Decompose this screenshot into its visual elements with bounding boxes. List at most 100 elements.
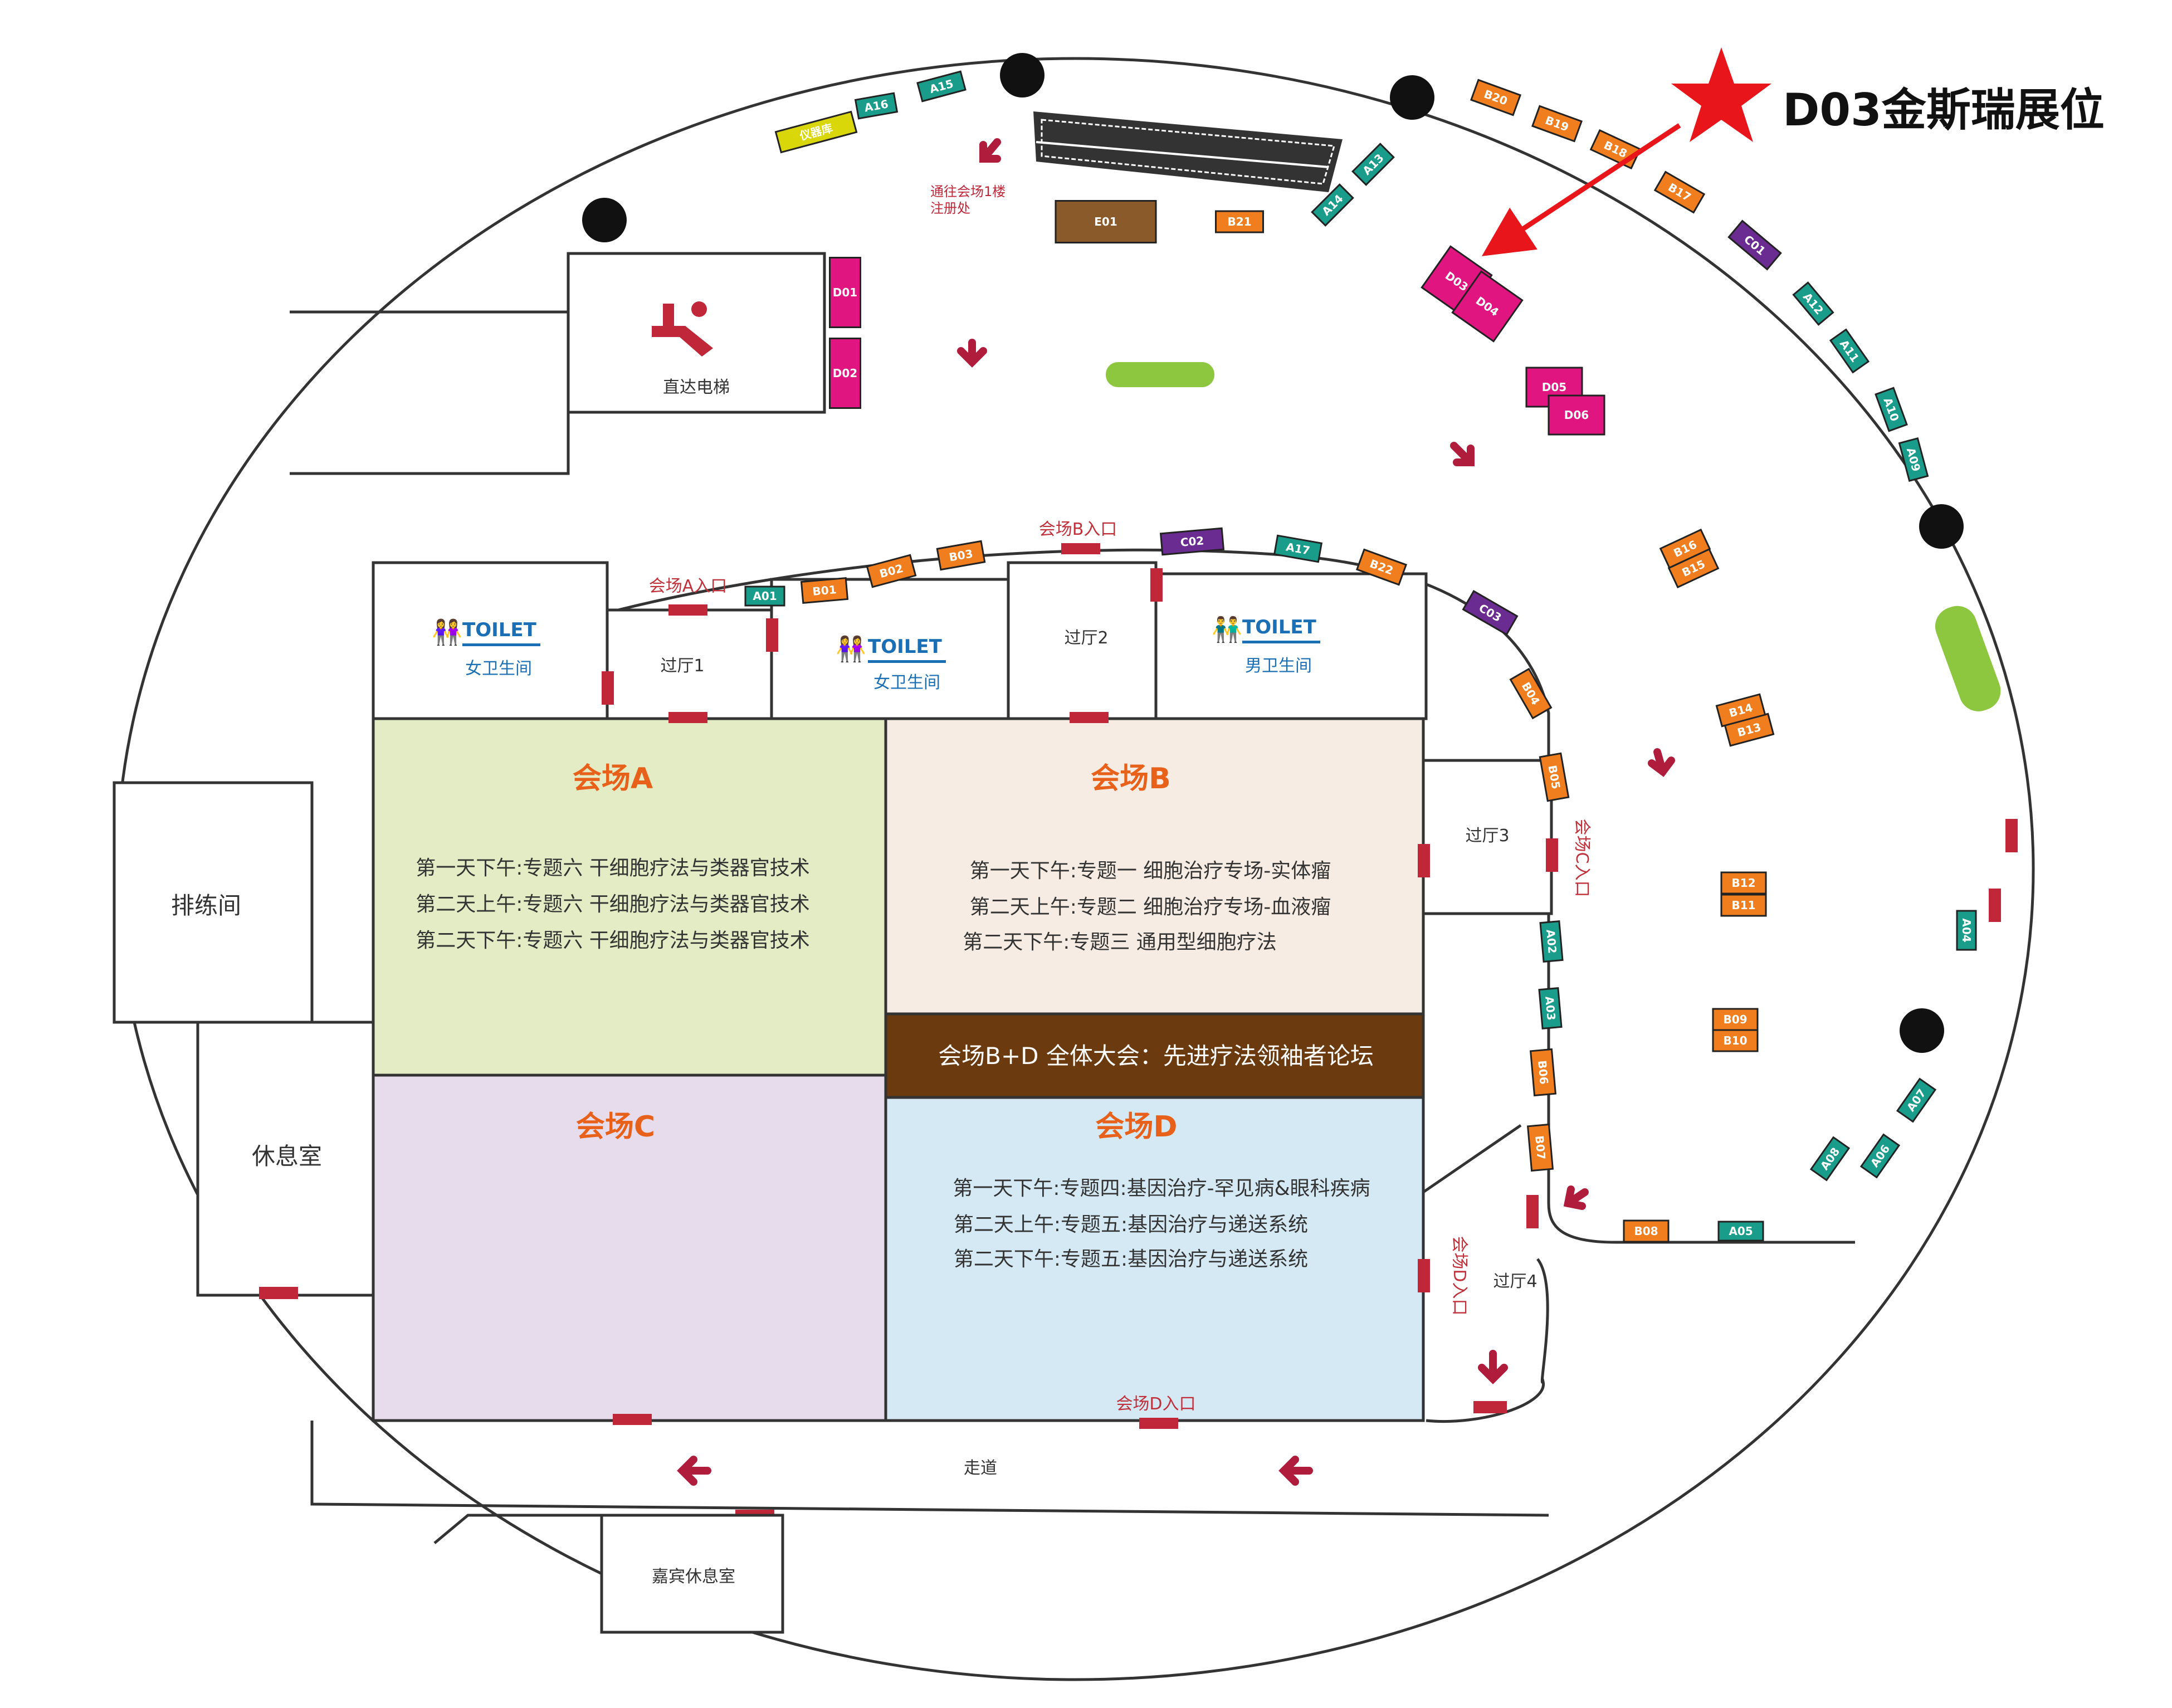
arrow-icon xyxy=(957,339,987,368)
toilet-person-icon: 👭 xyxy=(836,635,866,663)
booth-B07: B07 xyxy=(1526,1123,1554,1172)
booth-E01: E01 xyxy=(1055,200,1157,243)
toilet-person-icon: 👬 xyxy=(1212,616,1242,644)
hall-d-session-1: 第一天下午:专题四:基因治疗-罕见病&眼科疾病 xyxy=(953,1177,1370,1200)
booth-仪器库: 仪器库 xyxy=(774,110,858,154)
booth-D06: D06 xyxy=(1548,394,1605,436)
booth-C03: C03 xyxy=(1462,589,1519,636)
arrow-icon xyxy=(1278,1456,1313,1486)
toilet-sign-1: 👭 TOILET 女卫生间 xyxy=(432,618,540,679)
booth-A08: A08 xyxy=(1809,1136,1851,1182)
booth-B14: B14 xyxy=(1715,693,1766,728)
direction-arrows xyxy=(677,138,1675,1486)
entrance-a-label: 会场A入口 xyxy=(649,577,728,596)
svg-text:TOILET: TOILET xyxy=(1242,616,1317,638)
svg-text:B11: B11 xyxy=(1731,899,1755,912)
elevator-room xyxy=(567,252,826,414)
booth-B20: B20 xyxy=(1470,79,1522,116)
entrance-c-label: 会场C入口 xyxy=(1572,819,1592,897)
booth-B12: B12 xyxy=(1720,871,1767,895)
hall-a-session-1: 第一天下午:专题六 干细胞疗法与类器官技术 xyxy=(416,857,810,880)
svg-text:C02: C02 xyxy=(1180,534,1204,549)
booth-A14: A14 xyxy=(1311,183,1354,227)
rehearsal-label: 排练间 xyxy=(171,892,241,919)
foyer-2-label: 过厅2 xyxy=(1064,628,1108,648)
svg-text:B09: B09 xyxy=(1723,1013,1747,1026)
hall-a xyxy=(372,717,887,1077)
svg-text:B07: B07 xyxy=(1532,1135,1548,1160)
hall-a-session-3: 第二天下午:专题六 干细胞疗法与类器官技术 xyxy=(416,929,810,952)
svg-text:B06: B06 xyxy=(1535,1060,1551,1085)
booth-B10: B10 xyxy=(1712,1029,1759,1052)
column-markers xyxy=(582,53,1964,1053)
lounge-door xyxy=(259,1287,298,1299)
vip-room-label: 嘉宾休息室 xyxy=(652,1567,735,1587)
registration-label-2: 注册处 xyxy=(930,201,970,216)
arrow-icon xyxy=(1450,442,1475,466)
hall-a-title: 会场A xyxy=(573,762,653,796)
hall-b-session-2: 第二天上午:专题二 细胞治疗专场-血液瘤 xyxy=(970,896,1331,919)
corridor-wall xyxy=(310,1421,1549,1517)
arrow-icon xyxy=(979,138,1001,163)
svg-text:女卫生间: 女卫生间 xyxy=(873,673,940,692)
svg-text:B01: B01 xyxy=(812,583,837,598)
booth-B04: B04 xyxy=(1509,667,1553,720)
exhibition-ring-wall xyxy=(607,548,1855,1244)
booth-B02: B02 xyxy=(866,554,917,588)
callout-arrow xyxy=(1481,123,1681,256)
svg-text:男卫生间: 男卫生间 xyxy=(1245,656,1312,676)
booth-B18: B18 xyxy=(1589,129,1642,170)
escalator xyxy=(1033,111,1343,192)
booth-A07: A07 xyxy=(1896,1077,1937,1123)
svg-text:B08: B08 xyxy=(1634,1224,1658,1238)
booth-B03: B03 xyxy=(936,540,986,571)
booth-B06: B06 xyxy=(1529,1048,1557,1097)
svg-text:TOILET: TOILET xyxy=(868,636,943,658)
foyer-3 xyxy=(1422,759,1553,915)
booth-B09: B09 xyxy=(1712,1008,1759,1031)
svg-text:D05: D05 xyxy=(1542,380,1566,394)
entrance-markers xyxy=(602,543,2018,1521)
svg-text:D01: D01 xyxy=(833,286,857,299)
svg-text:A04: A04 xyxy=(1960,918,1973,942)
registration-label-1: 通往会场1楼 xyxy=(930,184,1006,199)
foyer4-wall xyxy=(1426,1258,1549,1423)
rehearsal-room xyxy=(113,781,314,1024)
green-sign-right xyxy=(1935,606,2001,711)
booth-A17: A17 xyxy=(1273,534,1323,563)
svg-text:B12: B12 xyxy=(1731,876,1755,890)
booth-B05: B05 xyxy=(1539,752,1570,802)
star-icon xyxy=(1671,47,1771,142)
booth-B16: B16 xyxy=(1659,528,1711,569)
booth-D04: D04 xyxy=(1451,270,1524,343)
lounge-label: 休息室 xyxy=(252,1143,322,1170)
booth-A16: A16 xyxy=(854,92,899,120)
svg-text:A03: A03 xyxy=(1543,995,1558,1021)
svg-text:A02: A02 xyxy=(1544,929,1559,954)
hall-d xyxy=(884,1096,1425,1422)
booth-B17: B17 xyxy=(1653,170,1706,214)
hall-b xyxy=(884,717,1425,1016)
svg-text:TOILET: TOILET xyxy=(462,619,537,641)
toilet-person-icon: 👭 xyxy=(432,618,462,647)
elevator-icon xyxy=(652,301,713,357)
toilet-sign-2: 👭 TOILET 女卫生间 xyxy=(836,635,946,692)
foyer-4-label: 过厅4 xyxy=(1493,1272,1537,1291)
svg-text:A05: A05 xyxy=(1729,1224,1753,1238)
booth-B22: B22 xyxy=(1355,548,1408,586)
booth-B19: B19 xyxy=(1531,105,1583,143)
hall-d-title: 会场D xyxy=(1095,1110,1177,1144)
hall-a-session-2: 第二天上午:专题六 干细胞疗法与类器官技术 xyxy=(416,893,810,916)
arrow-icon xyxy=(1478,1350,1508,1384)
svg-text:B10: B10 xyxy=(1723,1034,1747,1047)
hall-b-title: 会场B xyxy=(1091,762,1171,796)
entrance-d-side-label: 会场D入口 xyxy=(1449,1236,1469,1315)
booth-D01: D01 xyxy=(829,257,861,328)
entrance-b-label: 会场B入口 xyxy=(1039,520,1117,539)
entrance-d-label: 会场D入口 xyxy=(1116,1394,1195,1414)
foyer-3-label: 过厅3 xyxy=(1465,826,1509,846)
booth-A15: A15 xyxy=(916,70,967,103)
svg-text:E01: E01 xyxy=(1094,215,1117,228)
svg-text:A01: A01 xyxy=(753,589,777,603)
hall-d-session-3: 第二天下午:专题五:基因治疗与递送系统 xyxy=(954,1248,1308,1271)
